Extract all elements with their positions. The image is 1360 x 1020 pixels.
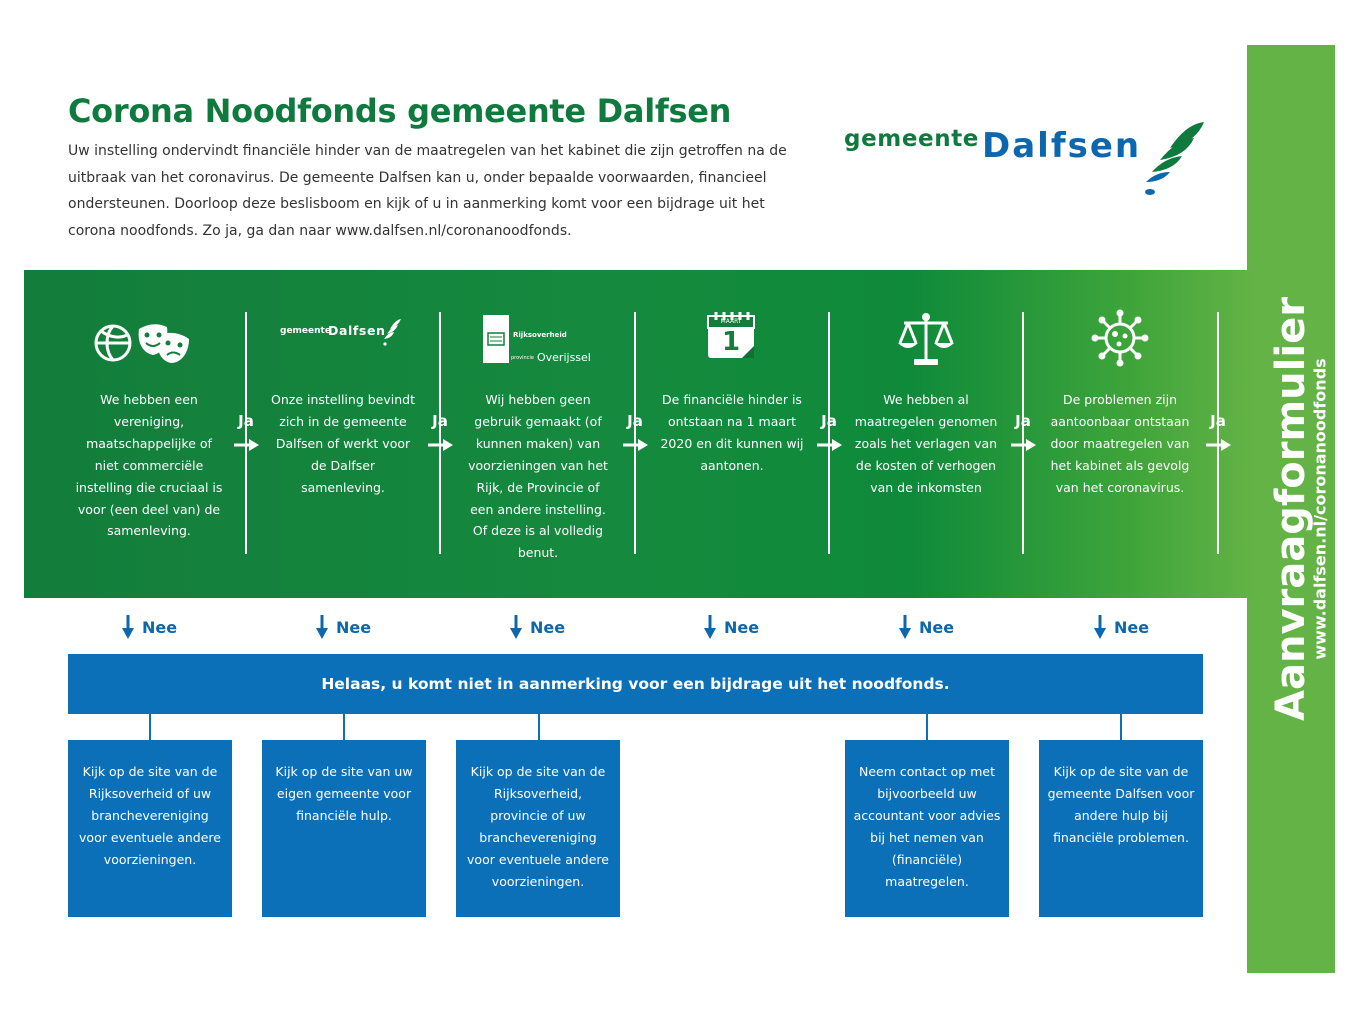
calendar-day: 1 [721, 327, 741, 357]
rijksoverheid-overijssel-icon: Rijksoverheid provincie Overijssel [463, 310, 613, 376]
intro-text: Uw instelling ondervindt financiële hind… [68, 143, 787, 239]
nee-label: Nee [724, 617, 760, 637]
advice-box-1: Kijk op de site van de Rijksoverheid of … [68, 740, 232, 917]
step-2: gemeente Dalfsen Onze instelling bevindt… [268, 270, 418, 598]
sidebar-url[interactable]: www.dalfsen.nl/coronanoodfonds [1310, 358, 1330, 660]
arrow-right-icon [1206, 439, 1231, 451]
calendar-month: MAART [720, 318, 742, 325]
logo-leaves-icon [1145, 122, 1204, 195]
arrow-right-icon [234, 439, 259, 451]
provincie-label: provincie [511, 355, 534, 361]
step-1-text: We hebben een vereniging, maatschappelij… [75, 392, 223, 539]
arrow-right-icon [623, 439, 648, 451]
page-title: Corona Noodfonds gemeente Dalfsen [68, 92, 732, 130]
ja-label: Ja [1210, 412, 1226, 430]
step-divider [1217, 312, 1219, 554]
step-divider [1022, 312, 1024, 554]
ja-label: Ja [238, 412, 254, 430]
nee-2: Nee [316, 614, 371, 640]
step-2-logo-small: gemeente [280, 326, 331, 336]
nee-label: Nee [336, 617, 372, 637]
scales-icon [851, 310, 1001, 376]
step-5: We hebben al maatregelen genomen zoals h… [851, 270, 1001, 598]
advice-text: Kijk op de site van de gemeente Dalfsen … [1047, 764, 1195, 845]
dalfsen-logo-icon: gemeente Dalfsen [268, 310, 418, 376]
result-bar: Helaas, u komt niet in aanmerking voor e… [68, 654, 1203, 714]
connector-line [1120, 714, 1122, 740]
step-2-logo-big: Dalfsen [328, 323, 386, 338]
advice-text: Kijk op de site van uw eigen gemeente vo… [275, 764, 413, 823]
step-3-text: Wij hebben geen gebruik gemaakt (of kunn… [468, 392, 608, 561]
connector-line [538, 714, 540, 740]
arrow-right-icon [1011, 439, 1036, 451]
step-divider [634, 312, 636, 554]
nee-4: Nee [704, 614, 759, 640]
advice-text: Kijk op de site van de Rijksoverheid of … [79, 764, 221, 867]
connector-line [343, 714, 345, 740]
step-2-leaves-icon [383, 319, 401, 346]
arrow-right-icon [428, 439, 453, 451]
nee-5: Nee [899, 614, 954, 640]
arrow-down-icon [316, 615, 328, 639]
logo-text-dalfsen: Dalfsen [982, 126, 1142, 166]
step-divider [245, 312, 247, 554]
ja-label: Ja [1015, 412, 1031, 430]
calendar-icon: MAART 1 [657, 310, 807, 376]
arrow-down-icon [1094, 615, 1106, 639]
connector-line [149, 714, 151, 740]
result-text: Helaas, u komt niet in aanmerking voor e… [321, 675, 950, 693]
ja-label: Ja [627, 412, 643, 430]
arrow-down-icon [510, 615, 522, 639]
ja-label: Ja [432, 412, 448, 430]
arrow-down-icon [899, 615, 911, 639]
virus-icon [1045, 309, 1195, 376]
rijksoverheid-crest-icon [483, 315, 509, 363]
step-5-text: We hebben al maatregelen genomen zoals h… [854, 392, 998, 495]
sidebar-title: Aanvraagformulier [1268, 297, 1314, 721]
decision-steps-band: We hebben een vereniging, maatschappelij… [24, 270, 1256, 598]
advice-box-4: Neem contact op met bijvoorbeeld uw acco… [845, 740, 1009, 917]
arrow-right-icon [817, 439, 842, 451]
aanvraagformulier-sidebar[interactable]: Aanvraagformulier www.dalfsen.nl/coronan… [1247, 45, 1335, 973]
nee-3: Nee [510, 614, 565, 640]
step-6-text: De problemen zijn aantoonbaar ontstaan d… [1050, 392, 1190, 495]
advice-box-2: Kijk op de site van uw eigen gemeente vo… [262, 740, 426, 917]
step-3: Rijksoverheid provincie Overijssel Wij h… [463, 270, 613, 598]
ja-label: Ja [821, 412, 837, 430]
nee-label: Nee [1114, 617, 1150, 637]
advice-box-3: Kijk op de site van de Rijksoverheid, pr… [456, 740, 620, 917]
step-2-text: Onze instelling bevindt zich in de gemee… [271, 392, 415, 495]
step-4: MAART 1 De financiële hinder is ontstaan… [657, 270, 807, 598]
overijssel-label: Overijssel [537, 351, 591, 364]
sport-culture-icon [74, 310, 224, 376]
step-4-text: De financiële hinder is ontstaan na 1 ma… [660, 392, 804, 473]
nee-1: Nee [122, 614, 177, 640]
logo-text-gemeente: gemeente [844, 126, 979, 152]
arrow-down-icon [704, 615, 716, 639]
nee-label: Nee [142, 617, 178, 637]
nee-label: Nee [919, 617, 955, 637]
step-1: We hebben een vereniging, maatschappelij… [74, 270, 224, 598]
step-divider [828, 312, 830, 554]
rijksoverheid-label: Rijksoverheid [513, 331, 567, 339]
connector-line [926, 714, 928, 740]
arrow-down-icon [122, 615, 134, 639]
gemeente-dalfsen-logo: gemeente Dalfsen [842, 112, 1212, 198]
step-divider [439, 312, 441, 554]
advice-text: Kijk op de site van de Rijksoverheid, pr… [467, 764, 609, 889]
advice-text: Neem contact op met bijvoorbeeld uw acco… [853, 764, 1001, 889]
advice-box-5: Kijk op de site van de gemeente Dalfsen … [1039, 740, 1203, 917]
nee-label: Nee [530, 617, 566, 637]
step-6: De problemen zijn aantoonbaar ontstaan d… [1045, 270, 1195, 598]
nee-6: Nee [1094, 614, 1149, 640]
